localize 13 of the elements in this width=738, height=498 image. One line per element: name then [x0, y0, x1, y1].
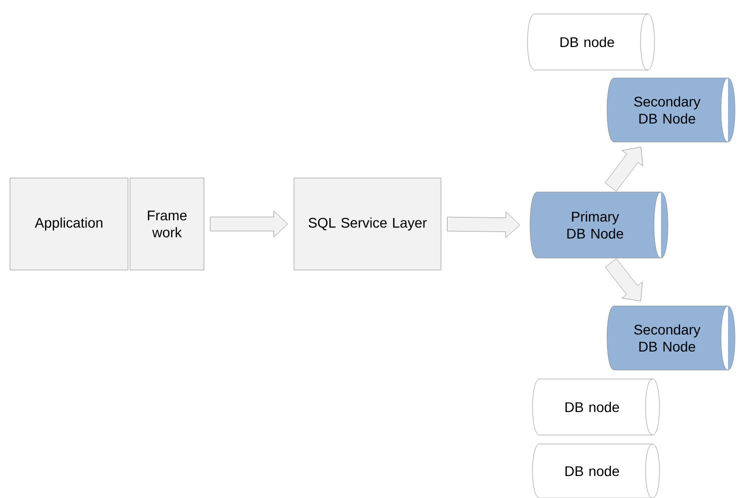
database-cylinder: Secondary DB Node: [606, 78, 736, 142]
process-box: SQL Service Layer: [294, 178, 442, 270]
process-box: Frame work: [130, 178, 204, 270]
database-cylinder: DB node: [527, 14, 655, 70]
database-cylinder: DB node: [532, 378, 660, 436]
block-arrow: [605, 258, 643, 302]
block-arrow: [604, 146, 644, 192]
block-arrow: [210, 210, 288, 238]
database-cylinder: Secondary DB Node: [606, 306, 736, 370]
database-cylinder: Primary DB Node: [530, 192, 668, 258]
database-cylinder: DB node: [532, 444, 660, 498]
process-box: Application: [10, 178, 128, 270]
block-arrow: [446, 212, 520, 238]
